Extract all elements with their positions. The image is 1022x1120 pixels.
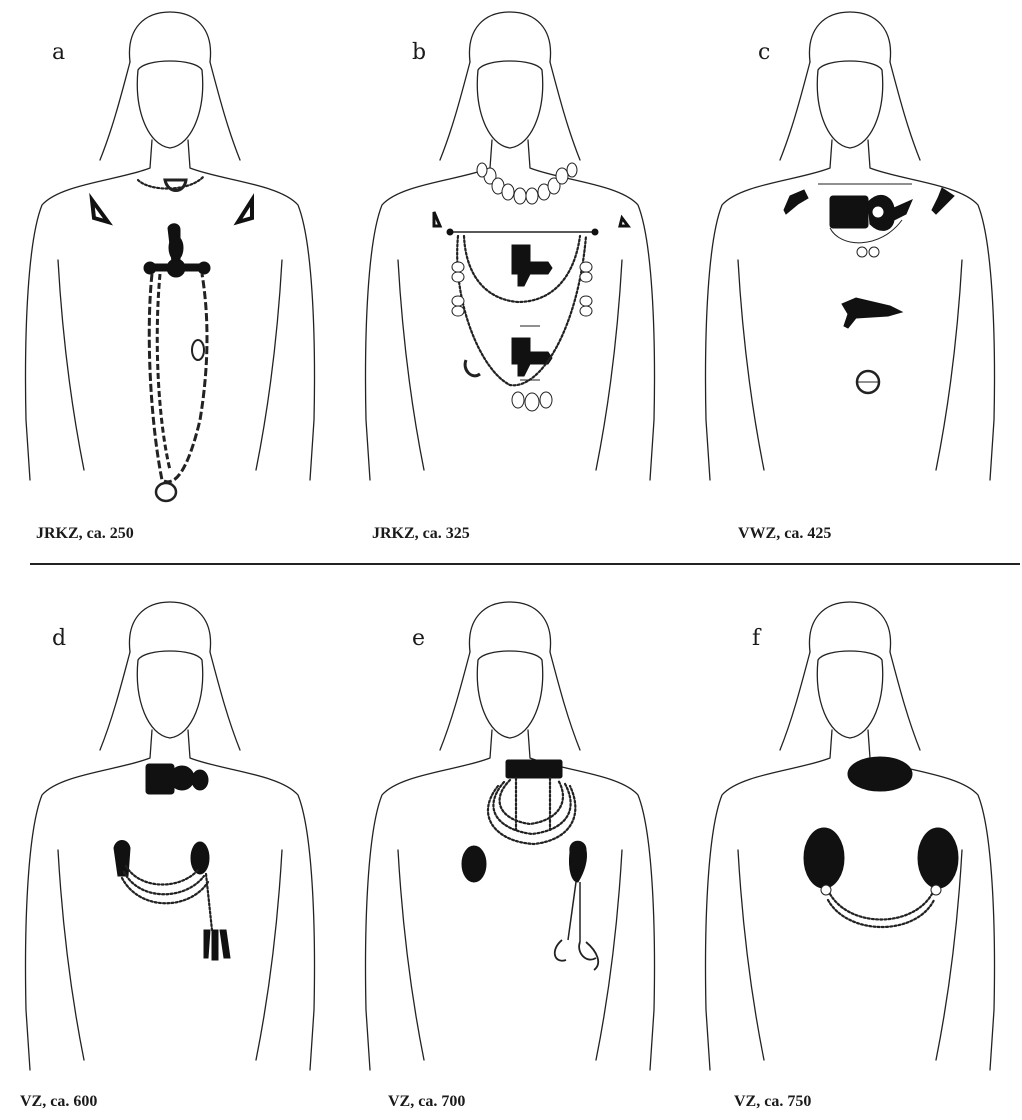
figure-c	[680, 0, 1020, 500]
panel-f: f	[680, 590, 1020, 1090]
row-divider	[30, 563, 1020, 565]
panel-letter: c	[758, 40, 770, 65]
panel-letter: b	[412, 40, 426, 65]
panel-a: a	[0, 0, 340, 500]
body-outline	[366, 12, 655, 480]
body-outline	[26, 602, 315, 1070]
panel-letter: e	[412, 626, 425, 651]
panel-letter: d	[52, 626, 66, 651]
bead-collar	[477, 163, 577, 204]
panel-letter: a	[52, 40, 65, 65]
panel-b: b	[340, 0, 680, 500]
figure-e	[340, 590, 680, 1090]
figure-b	[340, 0, 680, 500]
panel-d: d	[0, 590, 340, 1090]
body-outline	[366, 602, 655, 1070]
panel-c: c	[680, 0, 1020, 500]
pendant-tools	[204, 930, 230, 960]
panel-caption: JRKZ, ca. 325	[372, 525, 470, 543]
panel-caption: VWZ, ca. 425	[738, 525, 831, 543]
panel-caption: VZ, ca. 600	[20, 1093, 97, 1111]
panel-caption: VZ, ca. 700	[388, 1093, 465, 1111]
panel-caption: VZ, ca. 750	[734, 1093, 811, 1111]
body-outline	[706, 12, 995, 480]
figure-f	[680, 590, 1020, 1090]
figure-a	[0, 0, 340, 500]
panel-letter: f	[752, 626, 760, 651]
panel-caption: JRKZ, ca. 250	[36, 525, 134, 543]
panel-e: e	[340, 590, 680, 1090]
figure-d	[0, 590, 340, 1090]
